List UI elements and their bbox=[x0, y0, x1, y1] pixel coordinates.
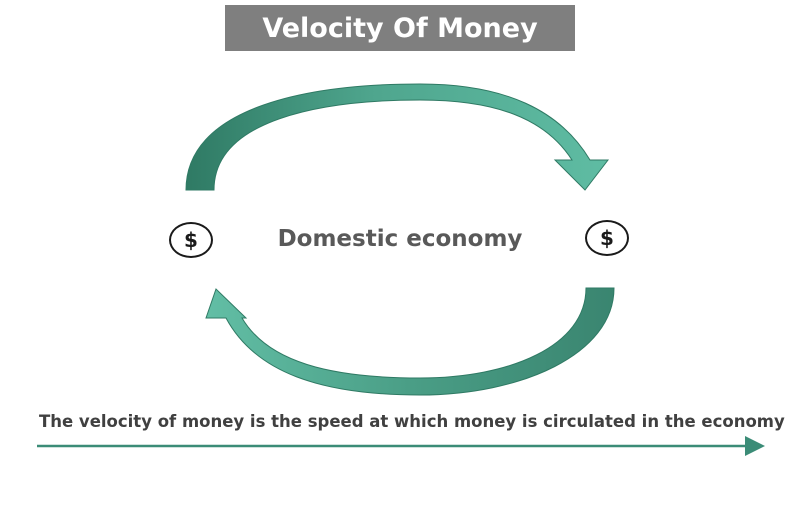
center-label: Domestic economy bbox=[277, 226, 523, 252]
dollar-coin-icon-left: $ bbox=[169, 222, 213, 258]
title-banner: Velocity Of Money bbox=[225, 5, 575, 51]
dollar-sign: $ bbox=[600, 226, 614, 250]
caption-text: The velocity of money is the speed at wh… bbox=[39, 412, 785, 431]
bottom-curved-arrow bbox=[205, 287, 615, 396]
caption-arrow-head bbox=[745, 436, 765, 456]
dollar-sign: $ bbox=[184, 228, 198, 252]
title-text: Velocity Of Money bbox=[262, 12, 538, 44]
dollar-coin-icon-right: $ bbox=[585, 220, 629, 256]
top-curved-arrow bbox=[185, 83, 610, 191]
